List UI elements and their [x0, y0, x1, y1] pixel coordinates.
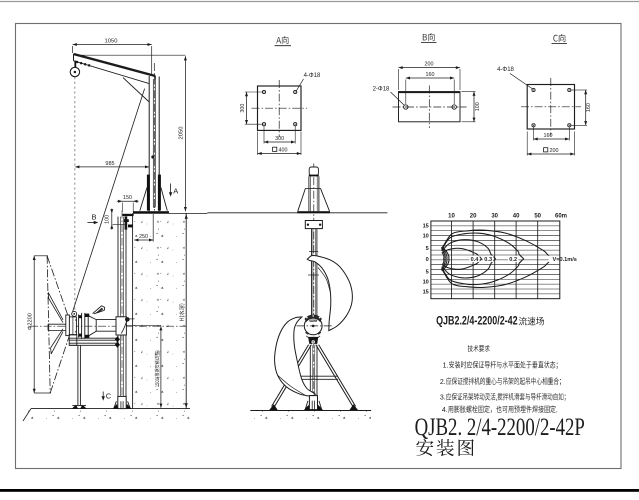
svg-text:0.4: 0.4 — [471, 257, 480, 263]
svg-text:0.2: 0.2 — [509, 257, 517, 263]
svg-text:985: 985 — [105, 161, 114, 167]
svg-text:Φ2200: Φ2200 — [28, 313, 34, 330]
svg-text:300: 300 — [240, 104, 246, 113]
svg-text:0: 0 — [426, 257, 429, 263]
svg-text:QJB2.2/4-2200/2-42: QJB2.2/4-2200/2-42 — [436, 314, 518, 328]
svg-text:4-Φ18: 4-Φ18 — [304, 73, 321, 79]
svg-text:B: B — [91, 212, 96, 221]
svg-text:150: 150 — [123, 195, 132, 201]
svg-text:0.3: 0.3 — [484, 257, 492, 263]
svg-text:2050: 2050 — [178, 127, 184, 140]
svg-text:C: C — [106, 392, 112, 401]
svg-text:100: 100 — [475, 102, 481, 111]
svg-text:1.: 1. — [443, 363, 449, 370]
svg-text:300: 300 — [275, 136, 284, 142]
svg-text:160: 160 — [544, 133, 553, 139]
svg-text:A: A — [173, 187, 178, 196]
svg-text:5: 5 — [426, 246, 429, 252]
svg-text:100: 100 — [104, 215, 110, 224]
svg-text:V=0.1m/s: V=0.1m/s — [553, 257, 577, 263]
svg-text:30: 30 — [491, 214, 498, 220]
svg-text:15: 15 — [423, 224, 429, 230]
svg-text:20: 20 — [470, 214, 477, 220]
svg-text:10: 10 — [423, 279, 429, 285]
svg-text:250: 250 — [139, 234, 148, 240]
svg-text:50: 50 — [534, 214, 541, 220]
svg-text:2.: 2. — [440, 379, 446, 386]
svg-text:10: 10 — [423, 234, 429, 240]
svg-text:2-Φ18: 2-Φ18 — [373, 87, 390, 93]
svg-text:10: 10 — [448, 214, 455, 220]
svg-text:400: 400 — [279, 148, 288, 154]
svg-text:200: 200 — [550, 148, 559, 154]
svg-text:15: 15 — [423, 290, 429, 296]
svg-text:60m: 60m — [555, 214, 567, 220]
svg-text:QJB2. 2/4-2200/2-42P: QJB2. 2/4-2200/2-42P — [415, 414, 585, 441]
svg-text:200: 200 — [425, 62, 434, 68]
svg-text:160: 160 — [426, 72, 435, 78]
svg-text:5: 5 — [426, 270, 429, 276]
svg-text:160: 160 — [586, 103, 592, 112]
svg-text:4.: 4. — [442, 407, 448, 414]
svg-text:40: 40 — [513, 214, 520, 220]
svg-text:3.: 3. — [440, 395, 446, 402]
svg-text:4-Φ18: 4-Φ18 — [497, 67, 514, 73]
svg-text:1050: 1050 — [105, 39, 118, 45]
